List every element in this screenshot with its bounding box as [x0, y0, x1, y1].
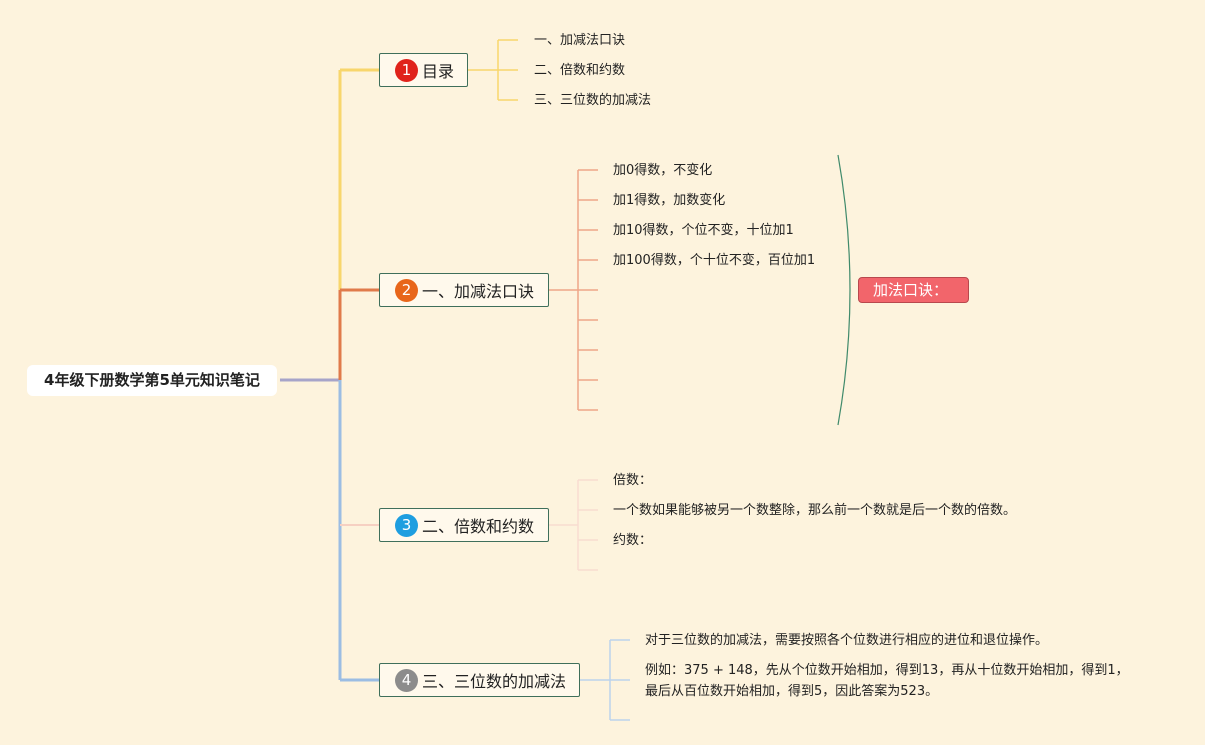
topic-1-children-connector: [468, 39, 518, 101]
topic-4-children-connector: [580, 639, 630, 721]
rhyme-item[interactable]: 加0得数，不变化: [613, 163, 713, 178]
topic-label: 三、三位数的加减法: [422, 672, 567, 691]
toc-item[interactable]: 二、倍数和约数: [534, 63, 626, 78]
number-badge-1: 1: [395, 58, 418, 82]
arithmetic-item[interactable]: 例如：375 + 148，先从个位数开始相加，得到13，再从十位数开始相加，得到…: [645, 663, 1129, 678]
topic-multiples-divisors[interactable]: 3 二、倍数和约数: [379, 508, 549, 542]
number-badge-4: 4: [395, 668, 418, 692]
arithmetic-item[interactable]: 对于三位数的加减法，需要按照各个位数进行相应的进位和退位操作。: [645, 633, 1049, 648]
toc-item[interactable]: 一、加减法口诀: [534, 33, 626, 48]
toc-item[interactable]: 三、三位数的加减法: [534, 93, 652, 108]
summary-brace: [837, 154, 851, 426]
rhyme-item[interactable]: 加10得数，个位不变，十位加1: [613, 223, 794, 238]
summary-label[interactable]: 加法口诀：: [858, 277, 969, 303]
rhyme-item[interactable]: 加100得数，个十位不变，百位加1: [613, 253, 816, 268]
multiples-item[interactable]: 倍数：: [613, 473, 653, 488]
topic-3-children-connector: [548, 479, 598, 571]
rhyme-item[interactable]: 加1得数，加数变化: [613, 193, 726, 208]
multiples-item[interactable]: 约数：: [613, 533, 653, 548]
topic-label: 一、加减法口诀: [422, 282, 535, 301]
topic-label: 目录: [422, 62, 455, 81]
topic-addition-rhymes[interactable]: 2 一、加减法口诀: [379, 273, 549, 307]
root-topic[interactable]: 4年级下册数学第5单元知识笔记: [27, 365, 277, 396]
number-badge-2: 2: [395, 278, 418, 302]
arithmetic-item[interactable]: 最后从百位数开始相加，得到5，因此答案为523。: [645, 684, 939, 699]
topic-2-children-connector: [548, 169, 598, 411]
multiples-item[interactable]: 一个数如果能够被另一个数整除，那么前一个数就是后一个数的倍数。: [613, 503, 1017, 518]
topic-label: 二、倍数和约数: [422, 517, 535, 536]
topic-three-digit-arithmetic[interactable]: 4 三、三位数的加减法: [379, 663, 580, 697]
topic-table-of-contents[interactable]: 1 目录: [379, 53, 468, 87]
number-badge-3: 3: [395, 513, 418, 537]
